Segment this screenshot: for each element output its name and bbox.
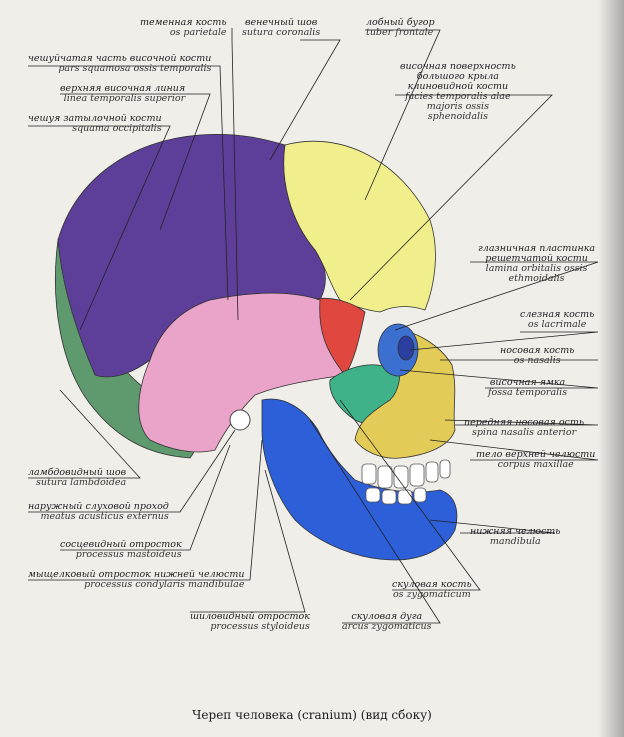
label-arcus-zygomaticus: скуловая дуга arcus zygomaticus <box>342 611 432 632</box>
label-os-parietale: теменная кость os parietale <box>140 17 227 38</box>
temporal-bone <box>138 292 346 453</box>
label-processus-condylaris: мыщелковый отросток нижней челюсти proce… <box>28 569 245 590</box>
label-processus-mastoideus: сосцевидный отросток processus mastoideu… <box>60 539 182 560</box>
label-os-nasalis: носовая кость os nasalis <box>500 345 575 366</box>
page-shadow <box>598 0 624 737</box>
parietal-bone <box>57 134 326 378</box>
label-os-zygomaticum: скуловая кость os zygomaticum <box>392 579 472 600</box>
figure-caption: Череп человека (cranium) (вид сбоку) <box>192 708 432 722</box>
label-meatus-acusticus: наружный слуховой проход meatus acusticu… <box>28 501 169 522</box>
label-spina-nasalis: передняя носовая ость spina nasalis ante… <box>464 417 585 438</box>
label-fossa-temporalis: височная ямка fossa temporalis <box>488 377 568 398</box>
maxilla-bone <box>354 329 456 459</box>
label-processus-styloideus: шиловидный отросток processus styloideus <box>190 611 310 632</box>
label-sutura-coronalis: венечный шов sutura coronalis <box>242 17 321 38</box>
label-os-lacrimale: слезная кость os lacrimale <box>520 309 595 330</box>
label-pars-squamosa: чешуйчатая часть височной кости pars squ… <box>28 53 212 74</box>
label-lamina-orbitalis: глазничная пластинка решетчатой кости la… <box>478 243 596 284</box>
label-tuber-frontale: лобный бугор tuber frontale <box>366 17 435 38</box>
label-linea-temporalis: верхняя височная линия linea temporalis … <box>60 83 186 104</box>
orbit-lacrimal <box>397 335 415 361</box>
label-mandibula: нижняя челюсть mandibula <box>470 526 561 547</box>
teeth-row <box>361 459 451 505</box>
label-squama-occipitalis: чешуя затылочной кости squama occipitali… <box>28 113 162 134</box>
label-corpus-maxillae: тело верхней челюсти corpus maxillae <box>476 449 596 470</box>
label-sutura-lambdoidea: ламбдовидный шов sutura lambdoidea <box>28 467 127 488</box>
label-facies-temporalis: височная поверхность большого крыла клин… <box>400 61 516 122</box>
leader-lines <box>28 28 599 624</box>
frontal-bone <box>283 140 436 313</box>
ear-opening <box>229 409 251 431</box>
